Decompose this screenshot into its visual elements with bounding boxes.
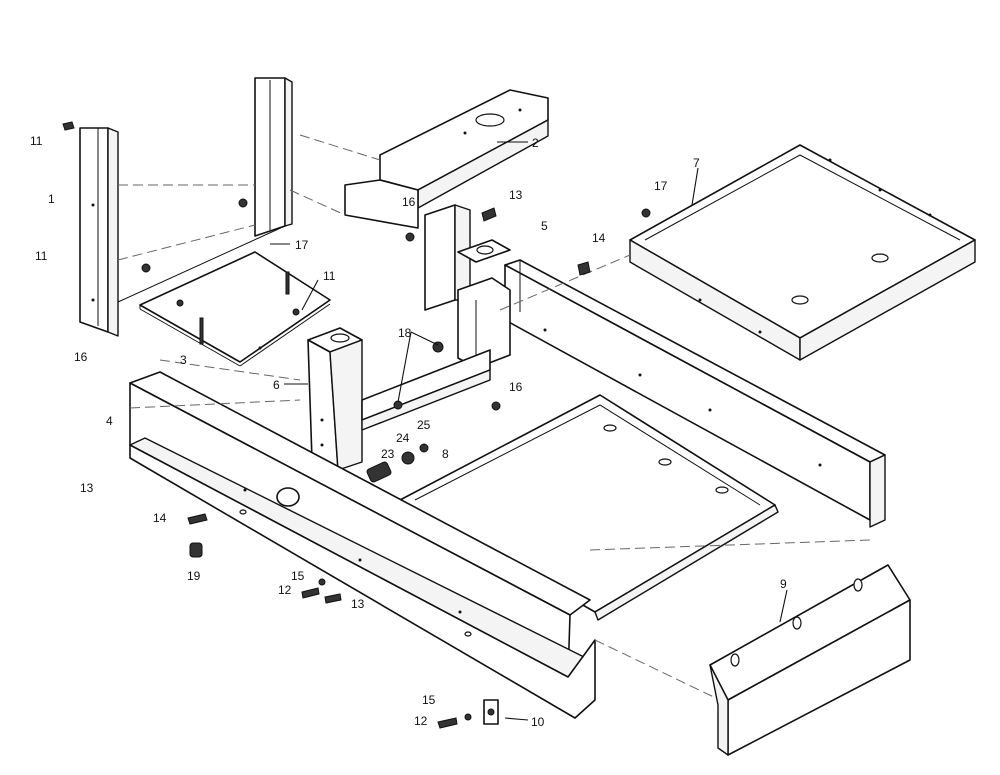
part-2-rear-crossbar (289, 89, 549, 229)
leader-lines (270, 141, 788, 721)
callout-11: 11 (35, 249, 48, 263)
callout-11: 11 (30, 134, 43, 148)
callout-10: 10 (531, 715, 545, 729)
callout-6: 6 (273, 378, 280, 392)
callout-2: 2 (532, 136, 539, 150)
callout-19: 19 (187, 569, 201, 583)
callout-7: 7 (693, 156, 700, 170)
cross-channel (361, 349, 491, 431)
callout-labels: 11 1 11 2 16 13 7 17 5 14 17 11 16 3 18 … (30, 134, 787, 729)
part-8-drawer (399, 394, 779, 621)
callout-12: 12 (414, 714, 428, 728)
callout-15: 15 (291, 569, 305, 583)
hardware (62, 121, 651, 729)
callout-11: 11 (323, 269, 336, 283)
callout-13: 13 (509, 188, 523, 202)
callout-12: 12 (278, 583, 292, 597)
callout-8: 8 (442, 447, 449, 461)
part-4-front-rail (129, 371, 596, 719)
callout-1: 1 (48, 192, 55, 206)
callout-4: 4 (106, 414, 113, 428)
callout-14: 14 (592, 231, 606, 245)
part-9-bracket (709, 564, 911, 756)
part-7-tray (629, 144, 976, 361)
part-6-front-post (307, 327, 363, 471)
callout-14: 14 (153, 511, 167, 525)
callout-16: 16 (509, 380, 523, 394)
callout-9: 9 (780, 577, 787, 591)
part-1-upright (79, 77, 293, 337)
callout-13: 13 (351, 597, 365, 611)
callout-16: 16 (402, 195, 416, 209)
part-3-base-plate (139, 251, 331, 367)
callout-18: 18 (398, 326, 412, 340)
part-5-side-rail (504, 259, 886, 528)
callout-24: 24 (396, 431, 410, 445)
callout-13: 13 (80, 481, 94, 495)
callout-25: 25 (417, 418, 431, 432)
callout-17: 17 (295, 238, 309, 252)
rear-post (424, 204, 511, 369)
projection-lines (129, 254, 871, 701)
callout-23: 23 (381, 447, 395, 461)
callout-15: 15 (422, 693, 436, 707)
callout-16: 16 (74, 350, 88, 364)
callout-17: 17 (654, 179, 668, 193)
callout-5: 5 (541, 219, 548, 233)
callout-3: 3 (180, 353, 187, 367)
